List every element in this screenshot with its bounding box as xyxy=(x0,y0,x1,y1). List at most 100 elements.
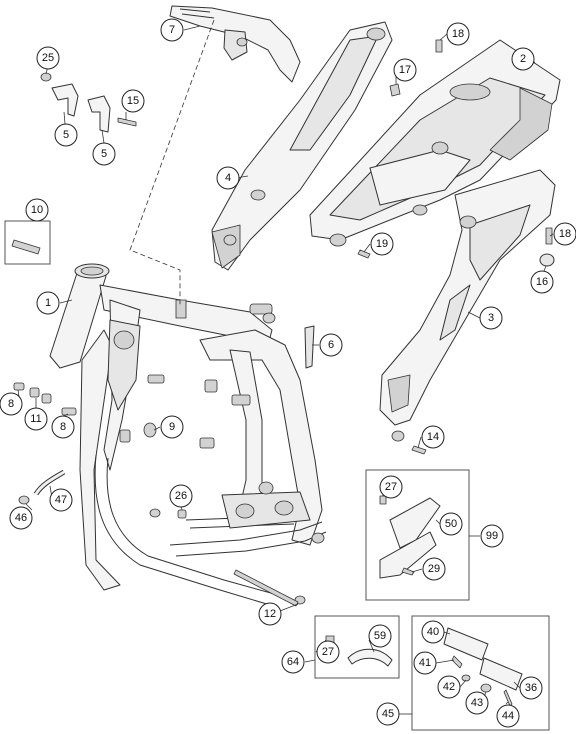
svg-text:9: 9 xyxy=(169,421,175,433)
svg-text:47: 47 xyxy=(55,494,67,506)
bolt-19 xyxy=(357,249,371,259)
bolt-27a xyxy=(379,495,387,505)
axle-12 xyxy=(233,569,299,607)
bolt-18a xyxy=(435,39,443,53)
grommet-9 xyxy=(143,422,157,438)
top-bracket xyxy=(169,5,301,83)
svg-text:26: 26 xyxy=(175,490,187,502)
svg-text:11: 11 xyxy=(30,413,41,425)
washer-43 xyxy=(480,683,492,693)
callout-10: 10 xyxy=(25,198,49,222)
svg-text:99: 99 xyxy=(486,530,498,542)
bolt-29 xyxy=(401,567,415,576)
svg-text:6: 6 xyxy=(328,339,334,351)
callout-27a: 27 xyxy=(379,475,403,499)
svg-text:14: 14 xyxy=(427,431,439,443)
subframe-arm xyxy=(211,21,393,271)
callout-11: 11 xyxy=(24,407,48,431)
callout-43: 43 xyxy=(465,691,489,715)
bracket-5a xyxy=(51,83,79,117)
svg-text:44: 44 xyxy=(502,710,514,722)
svg-text:15: 15 xyxy=(127,95,139,107)
callout-27b: 27 xyxy=(316,640,340,664)
callout-3: 3 xyxy=(479,306,503,330)
callout-44: 44 xyxy=(496,704,520,728)
svg-text:43: 43 xyxy=(471,697,483,709)
nut-25 xyxy=(40,72,52,82)
svg-text:18: 18 xyxy=(452,28,464,40)
svg-text:40: 40 xyxy=(427,626,439,638)
nut-11b xyxy=(41,393,52,404)
bracket-5b xyxy=(87,95,111,133)
main-frame xyxy=(49,263,327,606)
kit-box-10 xyxy=(4,220,51,265)
svg-text:27: 27 xyxy=(322,646,334,658)
callout-7: 7 xyxy=(160,18,184,42)
svg-text:4: 4 xyxy=(225,172,231,184)
callout-29: 29 xyxy=(422,557,446,581)
svg-text:8: 8 xyxy=(60,421,66,433)
svg-text:36: 36 xyxy=(525,682,537,694)
callout-16: 16 xyxy=(530,270,554,294)
guard-50-upper xyxy=(389,497,441,549)
callout-12: 12 xyxy=(258,602,282,626)
callout-50: 50 xyxy=(439,512,463,536)
svg-text:42: 42 xyxy=(443,681,455,693)
clip-6 xyxy=(304,325,315,369)
svg-text:25: 25 xyxy=(42,52,54,64)
bolt-17 xyxy=(389,83,401,97)
bracket-dash-line xyxy=(129,19,215,305)
bolt-26 xyxy=(177,509,187,519)
subframe xyxy=(309,39,561,247)
svg-text:41: 41 xyxy=(419,657,431,669)
callout-8b: 8 xyxy=(51,415,75,439)
callout-15: 15 xyxy=(121,89,145,113)
svg-text:19: 19 xyxy=(376,238,388,250)
callout-18a: 18 xyxy=(446,22,470,46)
callout-19: 19 xyxy=(370,232,394,256)
svg-text:3: 3 xyxy=(488,312,494,324)
svg-text:10: 10 xyxy=(31,204,43,216)
svg-text:2: 2 xyxy=(520,53,526,65)
svg-text:16: 16 xyxy=(536,276,548,288)
callout-17: 17 xyxy=(393,58,417,82)
svg-text:29: 29 xyxy=(428,563,440,575)
pin-44 xyxy=(503,689,513,707)
callout-14: 14 xyxy=(421,425,445,449)
callout-46: 46 xyxy=(9,506,33,530)
svg-text:50: 50 xyxy=(445,518,457,530)
kit-box-64 xyxy=(314,615,400,679)
svg-text:46: 46 xyxy=(15,512,27,524)
callout-4: 4 xyxy=(216,166,240,190)
kit-box-45 xyxy=(411,615,550,731)
callout-40: 40 xyxy=(421,620,445,644)
svg-text:64: 64 xyxy=(287,656,299,668)
svg-text:12: 12 xyxy=(264,608,276,620)
callout-9: 9 xyxy=(160,415,184,439)
guard-50-lower xyxy=(379,531,437,579)
callout-2: 2 xyxy=(511,47,535,71)
callout-18b: 18 xyxy=(553,222,576,246)
clamp-46 xyxy=(18,495,30,505)
bolt-14 xyxy=(411,445,427,455)
kit-box-99 xyxy=(365,469,470,601)
callout-47: 47 xyxy=(49,488,73,512)
svg-text:5: 5 xyxy=(101,148,107,160)
callout-5b: 5 xyxy=(92,142,116,166)
svg-text:8: 8 xyxy=(8,398,14,410)
callout-5a: 5 xyxy=(54,123,78,147)
svg-text:5: 5 xyxy=(63,129,69,141)
callout-99: 99 xyxy=(480,524,504,548)
footrest-36 xyxy=(479,657,523,691)
bolt-18b xyxy=(545,227,553,245)
svg-text:18: 18 xyxy=(559,228,571,240)
bolt-8a xyxy=(13,382,25,391)
callout-59: 59 xyxy=(368,624,392,648)
callout-41: 41 xyxy=(413,651,437,675)
footrest-40 xyxy=(443,627,489,661)
side-brace xyxy=(379,169,556,442)
svg-text:45: 45 xyxy=(382,708,394,720)
svg-text:17: 17 xyxy=(399,64,411,76)
